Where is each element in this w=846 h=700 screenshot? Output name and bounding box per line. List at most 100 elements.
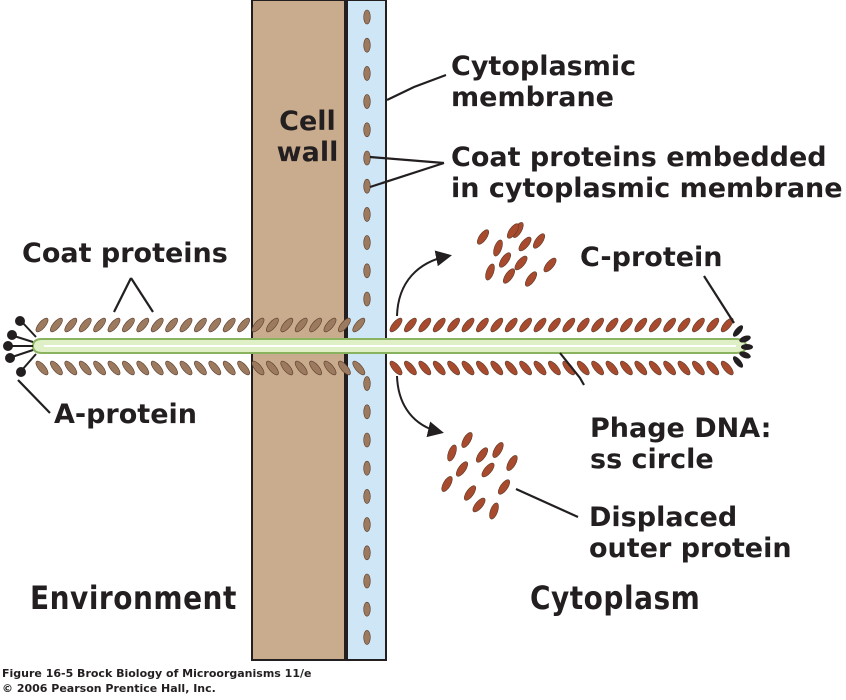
displaced-outer-protein-label: Displaced outer protein xyxy=(589,502,792,565)
coat-protein xyxy=(663,360,676,376)
displaced-protein xyxy=(489,502,499,520)
coat-protein xyxy=(338,317,351,333)
coat-protein xyxy=(404,360,417,376)
displaced-protein xyxy=(533,233,545,249)
leader-coat-embedded-1 xyxy=(369,155,445,165)
coat-protein xyxy=(389,317,403,333)
displaced-protein xyxy=(499,252,511,268)
coat-protein xyxy=(50,317,63,333)
coat-protein xyxy=(35,317,49,333)
coat-protein xyxy=(150,317,164,333)
coat-protein xyxy=(447,317,460,333)
membrane-coat-protein xyxy=(363,122,371,138)
coat-protein xyxy=(576,360,590,376)
displaced-protein xyxy=(461,432,473,448)
environment-label: Environment xyxy=(30,578,237,617)
coat-protein xyxy=(165,317,178,333)
coat-protein xyxy=(447,360,460,376)
coat-protein xyxy=(93,317,106,333)
membrane-coat-protein xyxy=(363,630,371,645)
membrane-coat-protein xyxy=(363,37,371,53)
coat-protein xyxy=(692,317,705,333)
c-protein-label: C-protein xyxy=(580,242,723,273)
coat-protein xyxy=(309,317,322,333)
coat-protein xyxy=(533,317,547,333)
coat-protein xyxy=(179,360,193,376)
coat-protein xyxy=(280,317,294,333)
membrane-coat-protein xyxy=(363,263,371,279)
coat-protein xyxy=(136,317,150,333)
membrane-coat-protein xyxy=(363,573,371,589)
displaced-protein xyxy=(493,239,503,257)
coat-protein xyxy=(389,360,403,376)
coat-protein xyxy=(50,360,63,376)
coat-protein xyxy=(165,360,178,376)
displaced-protein xyxy=(506,455,518,471)
coat-protein xyxy=(461,317,475,333)
coat-protein xyxy=(548,360,561,376)
coat-protein xyxy=(122,317,135,333)
figure-credit-line1: Figure 16-5 Brock Biology of Microorgani… xyxy=(2,667,312,680)
coat-protein xyxy=(634,317,648,333)
phage-dna-label: Phage DNA: ss circle xyxy=(590,413,771,476)
coat-protein xyxy=(107,317,121,333)
coat-protein xyxy=(237,317,250,333)
displaced-proteins-upper xyxy=(477,222,557,287)
coat-protein xyxy=(352,317,366,333)
coat-protein xyxy=(476,360,489,376)
displaced-protein xyxy=(464,485,476,501)
membrane-coat-protein xyxy=(363,235,371,250)
displaced-protein xyxy=(456,461,468,477)
coat-protein xyxy=(237,360,250,376)
coat-protein xyxy=(720,317,734,333)
coat-protein xyxy=(648,360,662,376)
coat-protein xyxy=(35,360,49,376)
phage-dna-label-line1: Phage DNA: xyxy=(590,413,772,444)
coat-protein xyxy=(150,360,164,376)
coat-protein xyxy=(620,317,633,333)
coat-protein xyxy=(266,317,279,333)
coat-protein xyxy=(706,317,720,333)
membrane-coat-protein xyxy=(363,94,371,109)
coat-proteins-embedded-label-line1: Coat proteins embedded xyxy=(451,142,827,173)
a-protein-label: A-protein xyxy=(54,399,197,430)
coat-protein xyxy=(663,317,676,333)
coat-protein xyxy=(605,317,619,333)
coat-protein xyxy=(432,360,446,376)
displaced-outer-protein-label-line1: Displaced xyxy=(589,502,738,533)
leader-displaced-protein xyxy=(515,487,579,519)
coat-protein xyxy=(519,317,532,333)
cytoplasmic-membrane-label-line2: membrane xyxy=(451,82,614,114)
coat-protein xyxy=(418,360,432,376)
displaced-protein xyxy=(476,447,488,463)
coat-protein xyxy=(93,360,106,376)
coat-protein xyxy=(323,317,337,333)
coat-protein xyxy=(404,317,417,333)
membrane-coat-protein xyxy=(363,460,371,476)
coat-protein xyxy=(208,317,222,333)
coat-protein xyxy=(78,360,92,376)
coat-protein xyxy=(136,360,150,376)
leader-cytoplasmic-membrane xyxy=(386,73,447,101)
coat-protein xyxy=(352,360,366,376)
leader-a-protein xyxy=(17,379,51,414)
coat-protein xyxy=(692,360,705,376)
displacement-arrow-up xyxy=(396,250,452,317)
displaced-proteins-lower xyxy=(441,432,518,520)
coat-protein xyxy=(504,360,518,376)
displaced-protein xyxy=(472,497,486,513)
membrane-coat-protein xyxy=(363,376,371,391)
membrane-coat-protein xyxy=(363,601,371,617)
leader-phage-dna xyxy=(559,352,585,386)
coat-protein xyxy=(432,317,446,333)
displaced-outer-protein-label-line2: outer protein xyxy=(589,533,792,565)
coat-protein xyxy=(461,360,475,376)
coat-proteins-embedded-label: Coat proteins embedded in cytoplasmic me… xyxy=(451,142,843,205)
cytoplasm-label: Cytoplasm xyxy=(530,578,701,617)
leader-coat-proteins-1 xyxy=(113,277,132,313)
displaced-protein xyxy=(481,462,495,478)
coat-protein xyxy=(519,360,532,376)
coat-proteins-environment-top xyxy=(35,317,366,333)
coat-protein xyxy=(677,360,691,376)
